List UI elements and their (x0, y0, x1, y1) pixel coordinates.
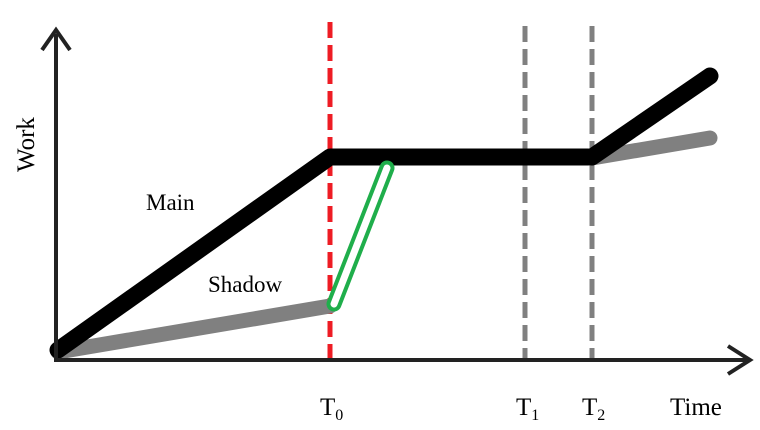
y-axis-arrowhead (40, 26, 72, 52)
shadow-work-line (50, 298, 338, 360)
marker-t2-label: T2 (582, 394, 605, 424)
shadow-work-line-continuation (584, 130, 718, 166)
marker-t1-label: T1 (516, 394, 539, 424)
shadow-series-label: Shadow (208, 272, 283, 297)
transfer-bar-inner (330, 164, 391, 308)
main-series-label: Main (146, 190, 195, 215)
marker-t0-label: T0 (320, 394, 343, 424)
axes (40, 26, 754, 376)
x-axis-arrowhead (726, 344, 754, 376)
main-work-line-continuation (583, 67, 719, 166)
main-work-line (49, 148, 597, 359)
x-axis-label: Time (670, 394, 722, 421)
y-axis-label: Work (13, 117, 40, 172)
